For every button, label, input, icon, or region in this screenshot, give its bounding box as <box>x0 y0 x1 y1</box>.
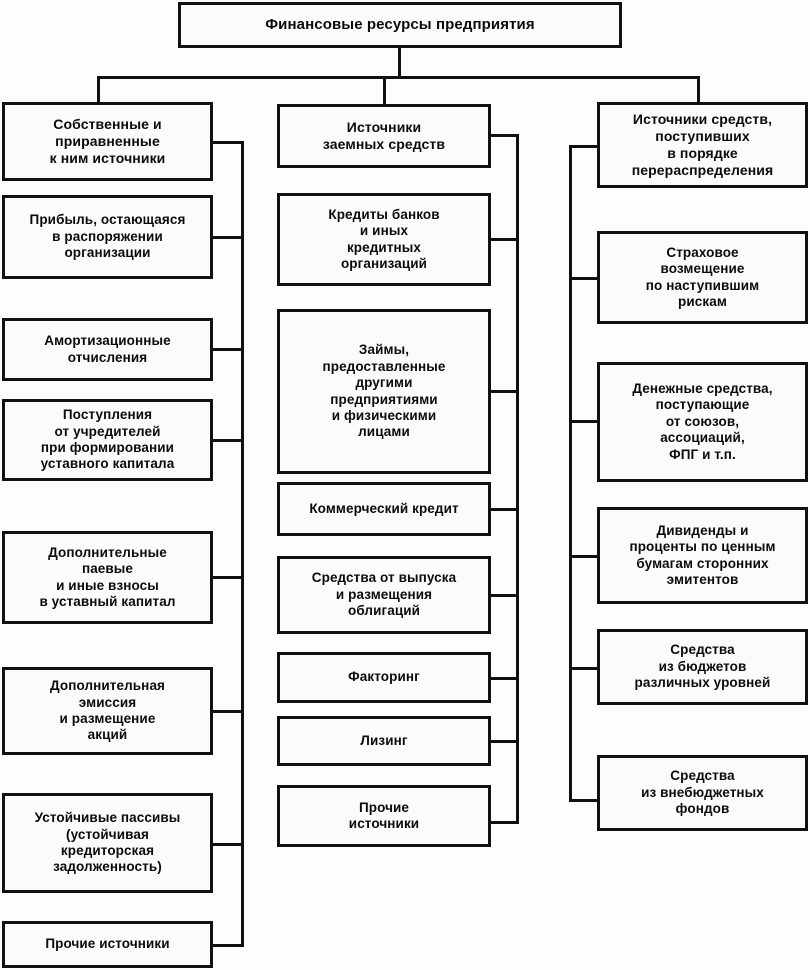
connector-stub-borrowed-5 <box>488 677 519 680</box>
connector-spine-own <box>241 141 244 946</box>
column-head-borrowed-label: Источники заемных средств <box>322 118 446 152</box>
node-borrowed-3-label: Коммерческий кредит <box>309 500 459 516</box>
connector-stub-borrowed-7 <box>488 821 519 824</box>
node-redistributed-1-label: Страховое возмещение по наступившим риск… <box>645 244 760 309</box>
root-node-label: Финансовые ресурсы предприятия <box>265 15 535 33</box>
node-own-2[interactable]: Амортизационные отчисления <box>2 318 213 381</box>
node-own-3-label: Поступления от учредителей при формирова… <box>40 407 175 472</box>
node-own-5-label: Дополнительная эмиссия и размещение акци… <box>49 678 166 743</box>
node-borrowed-2-label: Займы, предоставленные другими предприят… <box>322 342 446 440</box>
connector-stub-redistributed-5 <box>569 799 600 802</box>
column-head-redistributed-label: Источники средств, поступивших в порядке… <box>631 110 774 179</box>
connector-spine-borrowed <box>516 134 519 824</box>
connector-main-bus <box>97 76 700 79</box>
connector-stub-borrowed-6 <box>488 740 519 743</box>
node-own-3[interactable]: Поступления от учредителей при формирова… <box>2 399 213 481</box>
node-redistributed-4[interactable]: Средства из бюджетов различных уровней <box>597 629 808 705</box>
node-borrowed-7[interactable]: Прочие источники <box>277 785 491 847</box>
node-borrowed-6-label: Лизинг <box>360 732 408 748</box>
connector-stub-borrowed-4 <box>488 594 519 597</box>
node-redistributed-2-label: Денежные средства, поступающие от союзов… <box>632 380 773 462</box>
connector-stub-redistributed-4 <box>569 667 600 670</box>
column-head-own-label: Собственные и приравненные к ним источни… <box>49 115 166 167</box>
node-borrowed-6[interactable]: Лизинг <box>277 716 491 766</box>
node-borrowed-1[interactable]: Кредиты банков и иных кредитных организа… <box>277 193 491 286</box>
node-own-5[interactable]: Дополнительная эмиссия и размещение акци… <box>2 667 213 755</box>
node-own-4-label: Дополнительные паевые и иные взносы в ус… <box>39 544 176 609</box>
connector-stub-own-2 <box>210 348 244 351</box>
column-head-borrowed[interactable]: Источники заемных средств <box>277 104 491 168</box>
connector-stub-borrowed-head <box>488 134 519 137</box>
connector-drop-borrowed <box>383 76 386 104</box>
node-borrowed-2[interactable]: Займы, предоставленные другими предприят… <box>277 309 491 474</box>
node-redistributed-1[interactable]: Страховое возмещение по наступившим риск… <box>597 231 808 324</box>
node-own-6-label: Устойчивые пассивы (устойчивая кредиторс… <box>34 810 181 875</box>
connector-stub-own-6 <box>210 843 244 846</box>
node-redistributed-5-label: Средства из внебюджетных фондов <box>641 768 764 817</box>
connector-drop-own <box>97 76 100 104</box>
node-own-1[interactable]: Прибыль, остающаяся в распоряжении орган… <box>2 195 213 279</box>
node-redistributed-4-label: Средства из бюджетов различных уровней <box>634 642 771 691</box>
node-redistributed-3-label: Дивиденды и проценты по ценным бумагам с… <box>629 522 776 587</box>
connector-drop-redistributed <box>697 76 700 104</box>
connector-stub-borrowed-3 <box>488 508 519 511</box>
connector-stub-redistributed-3 <box>569 555 600 558</box>
connector-stub-borrowed-1 <box>488 238 519 241</box>
node-borrowed-1-label: Кредиты банков и иных кредитных организа… <box>328 206 440 271</box>
column-head-redistributed[interactable]: Источники средств, поступивших в порядке… <box>597 102 808 188</box>
node-own-7[interactable]: Прочие источники <box>2 921 213 968</box>
node-borrowed-7-label: Прочие источники <box>348 799 420 831</box>
node-redistributed-2[interactable]: Денежные средства, поступающие от союзов… <box>597 362 808 482</box>
root-node-financial-resources[interactable]: Финансовые ресурсы предприятия <box>178 2 622 48</box>
node-borrowed-5-label: Факторинг <box>348 669 420 685</box>
node-borrowed-4-label: Средства от выпуска и размещения облигац… <box>311 570 457 619</box>
node-borrowed-4[interactable]: Средства от выпуска и размещения облигац… <box>277 556 491 634</box>
connector-stub-own-3 <box>210 439 244 442</box>
node-own-1-label: Прибыль, остающаяся в распоряжении орган… <box>29 212 186 261</box>
node-own-7-label: Прочие источники <box>45 936 170 952</box>
node-redistributed-3[interactable]: Дивиденды и проценты по ценным бумагам с… <box>597 507 808 604</box>
column-head-own[interactable]: Собственные и приравненные к ним источни… <box>2 102 213 181</box>
connector-stub-own-5 <box>210 710 244 713</box>
connector-stub-borrowed-2 <box>488 390 519 393</box>
connector-stub-redistributed-head <box>569 145 600 148</box>
connector-spine-redistributed <box>569 145 572 802</box>
connector-stub-redistributed-2 <box>569 420 600 423</box>
connector-stub-own-4 <box>210 576 244 579</box>
connector-root-stem <box>398 46 401 78</box>
node-borrowed-3[interactable]: Коммерческий кредит <box>277 482 491 536</box>
connector-stub-own-7 <box>210 944 244 947</box>
node-own-2-label: Амортизационные отчисления <box>44 333 171 365</box>
node-own-4[interactable]: Дополнительные паевые и иные взносы в ус… <box>2 531 213 624</box>
connector-stub-redistributed-1 <box>569 277 600 280</box>
connector-stub-own-head <box>210 141 244 144</box>
node-borrowed-5[interactable]: Факторинг <box>277 652 491 703</box>
node-redistributed-5[interactable]: Средства из внебюджетных фондов <box>597 755 808 831</box>
node-own-6[interactable]: Устойчивые пассивы (устойчивая кредиторс… <box>2 793 213 893</box>
connector-stub-own-1 <box>210 236 244 239</box>
